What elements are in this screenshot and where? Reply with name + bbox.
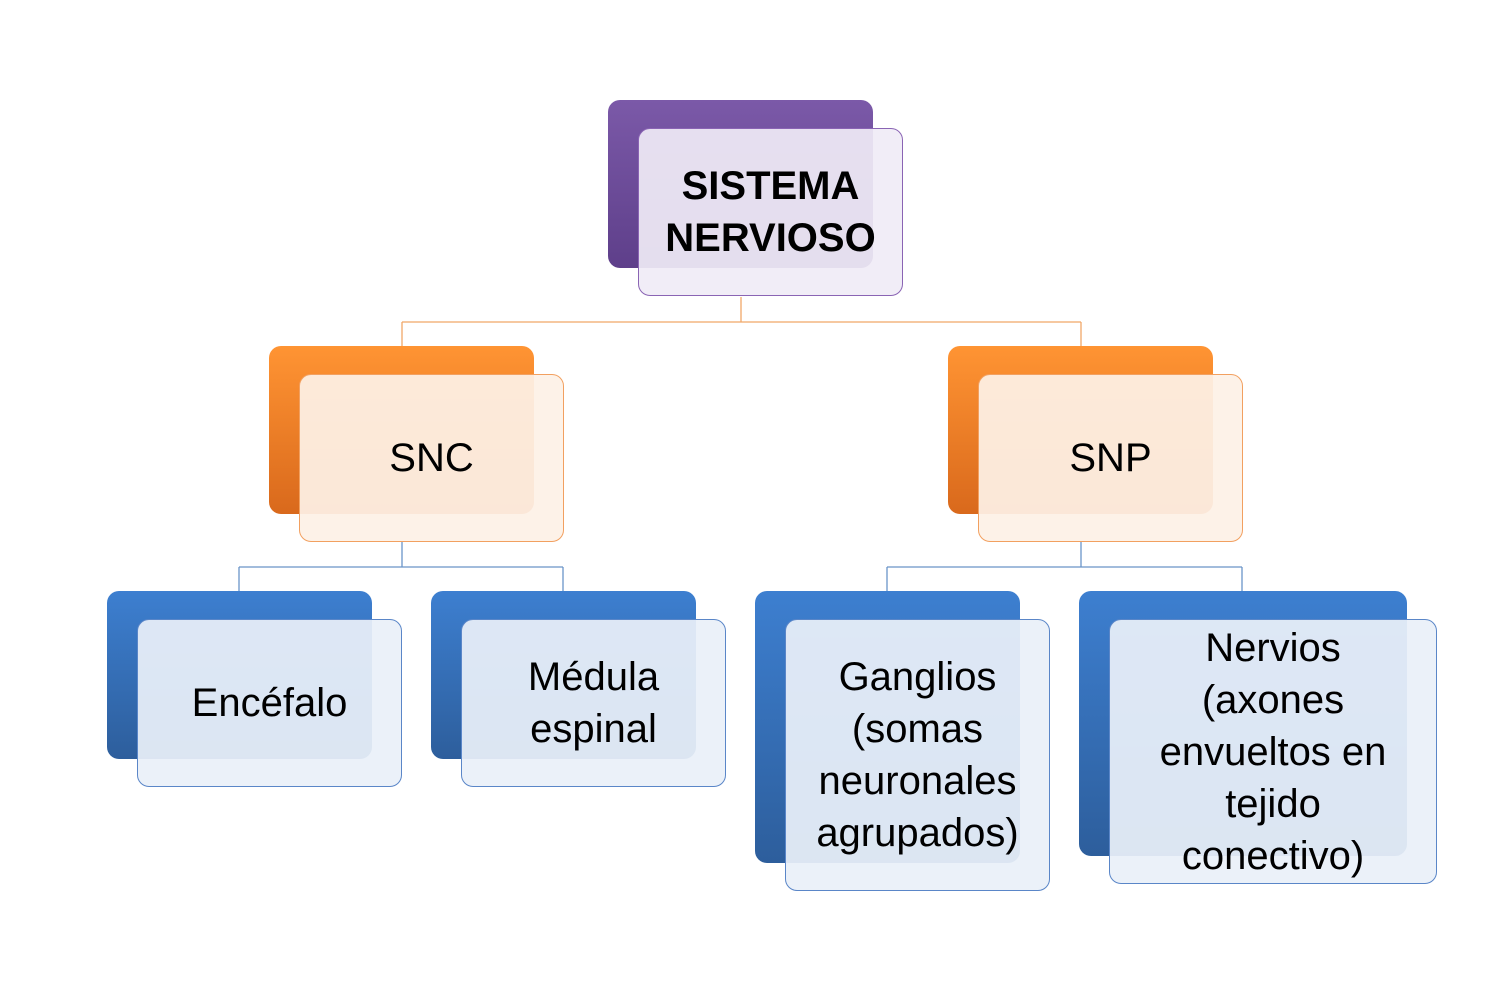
node-label: SNC bbox=[389, 436, 474, 480]
snp-connectors bbox=[886, 542, 1243, 591]
node-label: Médula espinal bbox=[527, 655, 660, 751]
node-label: Nervios (axones envueltos en tejido cone… bbox=[1159, 625, 1387, 878]
root-connectors bbox=[401, 297, 1082, 346]
node-card: Médula espinal bbox=[461, 619, 726, 787]
node-label: SISTEMA NERVIOSO bbox=[665, 164, 876, 260]
node-label: Encéfalo bbox=[191, 681, 348, 725]
node-card: SISTEMA NERVIOSO bbox=[638, 128, 903, 296]
node-label: Ganglios (somas neuronales agrupados) bbox=[816, 655, 1019, 855]
node-card: Ganglios (somas neuronales agrupados) bbox=[785, 619, 1050, 891]
node-card: SNP bbox=[978, 374, 1243, 542]
node-card: Nervios (axones envueltos en tejido cone… bbox=[1109, 619, 1437, 884]
node-card: Encéfalo bbox=[137, 619, 402, 787]
snc-connectors bbox=[238, 542, 564, 591]
node-card: SNC bbox=[299, 374, 564, 542]
node-label: SNP bbox=[1069, 436, 1152, 480]
